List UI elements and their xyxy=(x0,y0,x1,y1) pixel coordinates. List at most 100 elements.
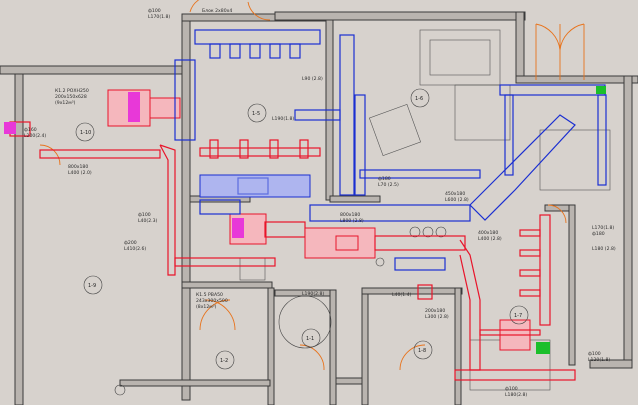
duct-label: L90 (2.8) xyxy=(302,76,323,82)
wall xyxy=(181,281,273,289)
balcony-door-arc xyxy=(535,23,585,51)
exhaust-duct xyxy=(294,109,341,121)
annotations: К1.2 РОХН250 200х150х628 (9х12м³) К1.5 Р… xyxy=(24,8,616,398)
armchair xyxy=(454,84,511,141)
wall xyxy=(515,11,525,83)
room-label: 1-9 xyxy=(88,283,96,289)
wall xyxy=(14,73,24,405)
room-circle xyxy=(410,88,430,108)
room-label: 1-1 xyxy=(306,336,314,342)
door-arc xyxy=(204,299,236,331)
grille xyxy=(519,289,541,297)
supply-duct xyxy=(374,235,466,251)
duct-label: ф180 xyxy=(378,176,391,182)
duct-label: L70 (2.5) xyxy=(378,182,399,188)
supply-riser xyxy=(159,144,176,276)
unit-label: К1.5 РВА50 xyxy=(196,292,223,298)
exhaust-damper xyxy=(237,177,269,195)
grille xyxy=(289,43,301,59)
duct-label: L800 (2.8) xyxy=(340,218,364,224)
duct-label: L40(1.4) xyxy=(392,292,412,298)
room-circle xyxy=(75,122,95,142)
exhaust-ducts xyxy=(174,29,607,271)
door-arc xyxy=(399,344,426,371)
grille xyxy=(249,43,261,59)
unit-label: (8х12м³) xyxy=(196,304,217,310)
duct-label: ф100 xyxy=(588,351,601,357)
duct-label: L200(2.4) xyxy=(24,133,46,139)
room-label: 1-8 xyxy=(418,348,426,354)
supply-duct xyxy=(39,149,161,159)
sofa xyxy=(419,29,501,86)
duct-label: L170(1.8) xyxy=(148,14,170,20)
supply-duct xyxy=(459,239,481,371)
valve-green xyxy=(536,342,550,354)
grille xyxy=(209,139,219,159)
grille xyxy=(239,139,249,159)
filter-magenta xyxy=(232,218,244,238)
unit-label: (9х12м³) xyxy=(55,100,76,106)
room-label: 1-2 xyxy=(220,358,228,364)
supply-duct xyxy=(264,221,306,238)
unit-label: К1.2 РОХН250 xyxy=(55,88,89,94)
supply-duct xyxy=(174,257,276,267)
wall xyxy=(361,289,369,405)
room-circle xyxy=(509,305,529,325)
armchair xyxy=(368,103,422,157)
door-arc xyxy=(247,1,271,21)
room-label: 1-5 xyxy=(252,111,260,117)
duct-label: L600 (2.8) xyxy=(445,197,469,203)
room-circle xyxy=(247,103,267,123)
wall xyxy=(454,287,462,405)
round-table xyxy=(278,295,332,349)
duct-label: ф100 xyxy=(148,8,161,14)
duct-label: L190(2.8) xyxy=(302,291,324,297)
grille xyxy=(417,284,433,300)
sofa-cushion xyxy=(429,39,491,76)
duct-label: ф200 xyxy=(124,240,137,246)
exhaust-riser xyxy=(504,94,514,176)
supply-riser xyxy=(539,214,551,326)
wall xyxy=(335,377,363,385)
louvre-magenta xyxy=(4,122,16,134)
duct-label: Блок 2х80х4 xyxy=(202,8,232,14)
door-arc xyxy=(299,344,325,371)
wall xyxy=(181,19,191,401)
duct-label: ф180 xyxy=(592,231,605,237)
wall xyxy=(267,287,275,405)
duct-label: L400 (2.0) xyxy=(68,170,92,176)
balcony-door xyxy=(535,24,585,80)
duct-label: L180 (2.8) xyxy=(592,246,616,252)
duct-label: L190(1.8) xyxy=(272,116,294,122)
duct-label: 450х180 xyxy=(445,191,465,197)
duct-label: ф100 xyxy=(505,386,518,392)
grille xyxy=(229,43,241,59)
doors xyxy=(39,0,585,371)
exhaust-duct xyxy=(499,84,606,96)
wall xyxy=(274,11,526,21)
duct-label: L300 (2.8) xyxy=(425,314,449,320)
room-circle xyxy=(215,350,235,370)
grille xyxy=(519,269,541,277)
exhaust-duct xyxy=(194,29,321,45)
duct-label: L170(1.8) xyxy=(592,225,614,231)
furniture xyxy=(114,29,611,396)
exhaust-duct-main xyxy=(199,174,311,198)
supply-duct xyxy=(454,369,576,381)
cabinet xyxy=(239,257,266,281)
duct-label: L180(2.8) xyxy=(505,392,527,398)
supply-ducts xyxy=(9,89,576,381)
duct-label: L120(1.8) xyxy=(588,357,610,363)
door-arc xyxy=(547,204,567,224)
exhaust-duct xyxy=(359,169,481,179)
filter-magenta xyxy=(128,92,140,122)
exhaust-duct-diagonal xyxy=(469,114,576,221)
grille xyxy=(269,139,279,159)
exhaust-duct xyxy=(394,257,446,271)
exhaust-riser xyxy=(339,34,355,196)
room-label: 1-6 xyxy=(415,96,423,102)
duct-label: ф160 xyxy=(24,127,37,133)
supply-damper xyxy=(335,235,359,251)
duct-label: L40(2.3) xyxy=(138,218,158,224)
